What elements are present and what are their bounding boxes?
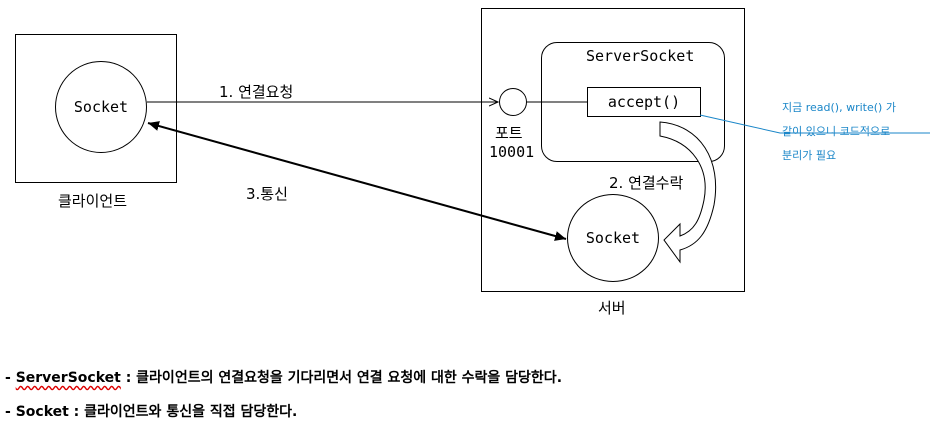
bullet-term: ServerSocket (15, 370, 121, 386)
port-node (499, 88, 527, 116)
server-socket-node: Socket (567, 194, 659, 282)
note-leader-line (699, 114, 930, 134)
bullet-desc: : 클라이언트와 통신을 직접 담당한다. (68, 404, 298, 420)
bullet-prefix: - (5, 404, 16, 420)
communication-arrow (147, 121, 567, 241)
comment-note-line2: 같이 있으니 코드적으로 (782, 125, 891, 138)
comment-note-line3: 분리가 필요 (782, 149, 837, 162)
accept-method-box: accept() (587, 87, 701, 117)
server-caption: 서버 (598, 299, 626, 317)
server-socket-label: Socket (585, 229, 641, 247)
accept-method-label: accept() (607, 93, 681, 111)
comment-note-line1: 지금 read(), write() 가 (782, 101, 896, 114)
bullet-serversocket: - ServerSocket : 클라이언트의 연결요청을 기다리면서 연결 요… (5, 367, 562, 387)
bullet-desc: : 클라이언트의 연결요청을 기다리면서 연결 요청에 대한 수락을 담당한다. (120, 370, 563, 386)
bullet-socket: - Socket : 클라이언트와 통신을 직접 담당한다. (5, 401, 297, 421)
client-caption: 클라이언트 (58, 192, 128, 210)
client-socket-label: Socket (73, 98, 129, 116)
bullet-term: Socket (15, 404, 69, 420)
step3-label: 3.통신 (246, 185, 288, 203)
client-socket-node: Socket (55, 61, 147, 153)
bullet-prefix: - (5, 370, 16, 386)
step1-label: 1. 연결요청 (219, 83, 294, 101)
client-box (15, 34, 177, 183)
comment-note: 지금 read(), write() 가 같이 있으니 코드적으로 분리가 필요 (782, 96, 896, 168)
step2-label: 2. 연결수락 (609, 174, 684, 192)
serversocket-label: ServerSocket (586, 47, 695, 65)
accept-curved-arrow (659, 121, 717, 264)
